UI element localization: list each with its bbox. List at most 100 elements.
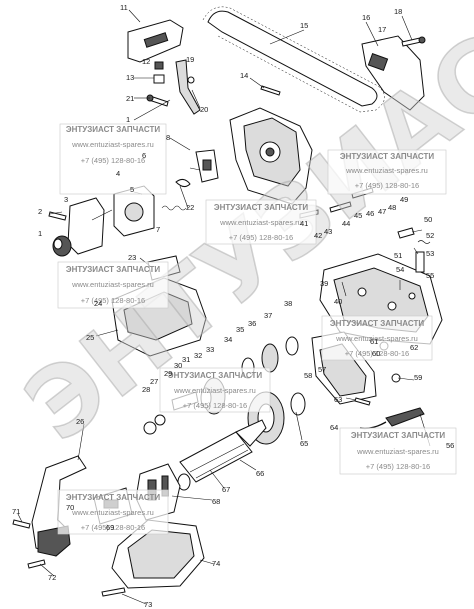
part-label-55: 55 bbox=[426, 271, 434, 280]
part-label-37: 37 bbox=[264, 311, 272, 320]
part-label-49: 49 bbox=[400, 195, 408, 204]
part-lower-housing bbox=[111, 519, 205, 589]
part-label-29: 29 bbox=[164, 369, 172, 378]
part-label-19: 19 bbox=[186, 55, 194, 64]
part-label-35: 35 bbox=[236, 325, 244, 334]
part-label-53: 53 bbox=[426, 249, 434, 258]
part-label-20: 20 bbox=[200, 105, 208, 114]
part-label-30: 30 bbox=[174, 361, 182, 370]
part-label-48: 48 bbox=[388, 203, 396, 212]
part-label-40: 40 bbox=[334, 297, 342, 306]
part-label-73: 73 bbox=[144, 600, 152, 609]
part-power-cord bbox=[359, 407, 425, 430]
watermark-box-1: ЭНТУЗИАСТ ЗАПЧАСТИ www.entuziast-spares.… bbox=[59, 123, 167, 195]
watermark-box-7: ЭНТУЗИАСТ ЗАПЧАСТИ www.entuziast-spares.… bbox=[339, 427, 457, 475]
part-label-39: 39 bbox=[320, 279, 328, 288]
part-label-60: 60 bbox=[372, 349, 380, 358]
part-label-47: 47 bbox=[378, 207, 386, 216]
part-label-33: 33 bbox=[206, 345, 214, 354]
watermark-box-4: ЭНТУЗИАСТ ЗАПЧАСТИ www.entuziast-spares.… bbox=[57, 261, 169, 309]
part-label-4: 4 bbox=[116, 169, 120, 178]
wm-site: www.entuziast-spares.ru bbox=[335, 334, 418, 343]
wm-title: ЭНТУЗИАСТ ЗАПЧАСТИ bbox=[66, 125, 160, 134]
part-label-16: 16 bbox=[362, 13, 370, 22]
watermark-box-6: ЭНТУЗИАСТ ЗАПЧАСТИ www.entuziast-spares.… bbox=[159, 367, 271, 413]
part-knob bbox=[52, 235, 72, 257]
part-gear-case bbox=[229, 107, 313, 205]
wm-title: ЭНТУЗИАСТ ЗАПЧАСТИ bbox=[351, 431, 445, 440]
watermark-box-8: ЭНТУЗИАСТ ЗАПЧАСТИ www.entuziast-spares.… bbox=[57, 489, 169, 535]
part-label-69: 69 bbox=[106, 523, 114, 532]
part-label-14: 14 bbox=[240, 71, 248, 80]
part-13 bbox=[153, 74, 165, 84]
part-label-58: 58 bbox=[304, 371, 312, 380]
part-label-66: 66 bbox=[256, 469, 264, 478]
part-label-21: 21 bbox=[126, 94, 134, 103]
part-label-59: 59 bbox=[414, 373, 422, 382]
part-label-8: 8 bbox=[166, 133, 170, 142]
part-label-61: 61 bbox=[370, 337, 378, 346]
part-label-70: 70 bbox=[66, 503, 74, 512]
part-label-5: 5 bbox=[130, 185, 134, 194]
part-label-72: 72 bbox=[48, 573, 56, 582]
part-chain-cover bbox=[127, 19, 184, 63]
wm-phone: +7 (495) 128-80-16 bbox=[183, 401, 247, 410]
part-guide-bar bbox=[202, 6, 385, 113]
wm-phone: +7 (495) 128-80-16 bbox=[229, 233, 293, 242]
part-label-74: 74 bbox=[212, 559, 220, 568]
wm-site: www.entuziast-spares.ru bbox=[356, 447, 439, 456]
part-label-1: 1 bbox=[38, 229, 42, 238]
part-label-15: 15 bbox=[300, 21, 308, 30]
part-label-63: 63 bbox=[334, 395, 342, 404]
part-label-38: 38 bbox=[284, 299, 292, 308]
wm-title: ЭНТУЗИАСТ ЗАПЧАСТИ bbox=[214, 203, 308, 212]
part-switch-box bbox=[113, 185, 155, 237]
part-label-10: 1 bbox=[126, 115, 130, 124]
part-switch bbox=[195, 149, 219, 183]
part-14-screw bbox=[260, 85, 281, 96]
watermark-box-3: ЭНТУЗИАСТ ЗАПЧАСТИ www.entuziast-spares.… bbox=[205, 199, 317, 245]
part-label-56: 56 bbox=[446, 441, 454, 450]
part-label-26: 26 bbox=[76, 417, 84, 426]
part-label-18: 18 bbox=[394, 7, 402, 16]
wm-title: ЭНТУЗИАСТ ЗАПЧАСТИ bbox=[330, 319, 424, 328]
part-label-43: 43 bbox=[324, 227, 332, 236]
part-73-screw bbox=[101, 587, 126, 597]
wm-title: ЭНТУЗИАСТ ЗАПЧАСТИ bbox=[66, 493, 160, 502]
part-label-50: 50 bbox=[424, 215, 432, 224]
part-label-41: 41 bbox=[300, 219, 308, 228]
part-label-17: 17 bbox=[378, 25, 386, 34]
part-72-screw bbox=[27, 559, 46, 569]
wm-site: www.entuziast-spares.ru bbox=[219, 218, 302, 227]
wm-phone: +7 (495) 128-80-16 bbox=[81, 296, 145, 305]
part-label-3: 3 bbox=[64, 195, 68, 204]
part-label-65: 65 bbox=[300, 439, 308, 448]
part-52-spring bbox=[417, 240, 431, 244]
part-label-42: 42 bbox=[314, 231, 322, 240]
part-label-23: 23 bbox=[128, 253, 136, 262]
part-label-12: 12 bbox=[142, 57, 150, 66]
part-label-71: 71 bbox=[12, 507, 20, 516]
part-label-2: 2 bbox=[38, 207, 42, 216]
part-cover-plate bbox=[67, 197, 105, 255]
part-label-62: 62 bbox=[410, 343, 418, 352]
wm-title: ЭНТУЗИАСТ ЗАПЧАСТИ bbox=[168, 371, 262, 380]
wm-phone: +7 (495) 128-80-16 bbox=[366, 462, 430, 471]
wm-site: www.entuziast-spares.ru bbox=[71, 508, 154, 517]
wm-site: www.entuziast-spares.ru bbox=[71, 140, 154, 149]
part-label-27: 27 bbox=[150, 377, 158, 386]
part-12 bbox=[154, 61, 164, 70]
part-label-22: 22 bbox=[186, 203, 194, 212]
part-label-64: 64 bbox=[330, 423, 338, 432]
wm-site: www.entuziast-spares.ru bbox=[345, 166, 428, 175]
part-label-68: 68 bbox=[212, 497, 220, 506]
part-20 bbox=[187, 76, 195, 84]
part-label-34: 34 bbox=[224, 335, 232, 344]
part-label-31: 31 bbox=[182, 355, 190, 364]
part-label-57: 57 bbox=[318, 365, 326, 374]
part-53 bbox=[415, 251, 425, 273]
part-label-7: 7 bbox=[156, 225, 160, 234]
part-7-spring bbox=[161, 205, 187, 211]
watermark-box-2: ЭНТУЗИАСТ ЗАПЧАСТИ www.entuziast-spares.… bbox=[327, 149, 447, 195]
